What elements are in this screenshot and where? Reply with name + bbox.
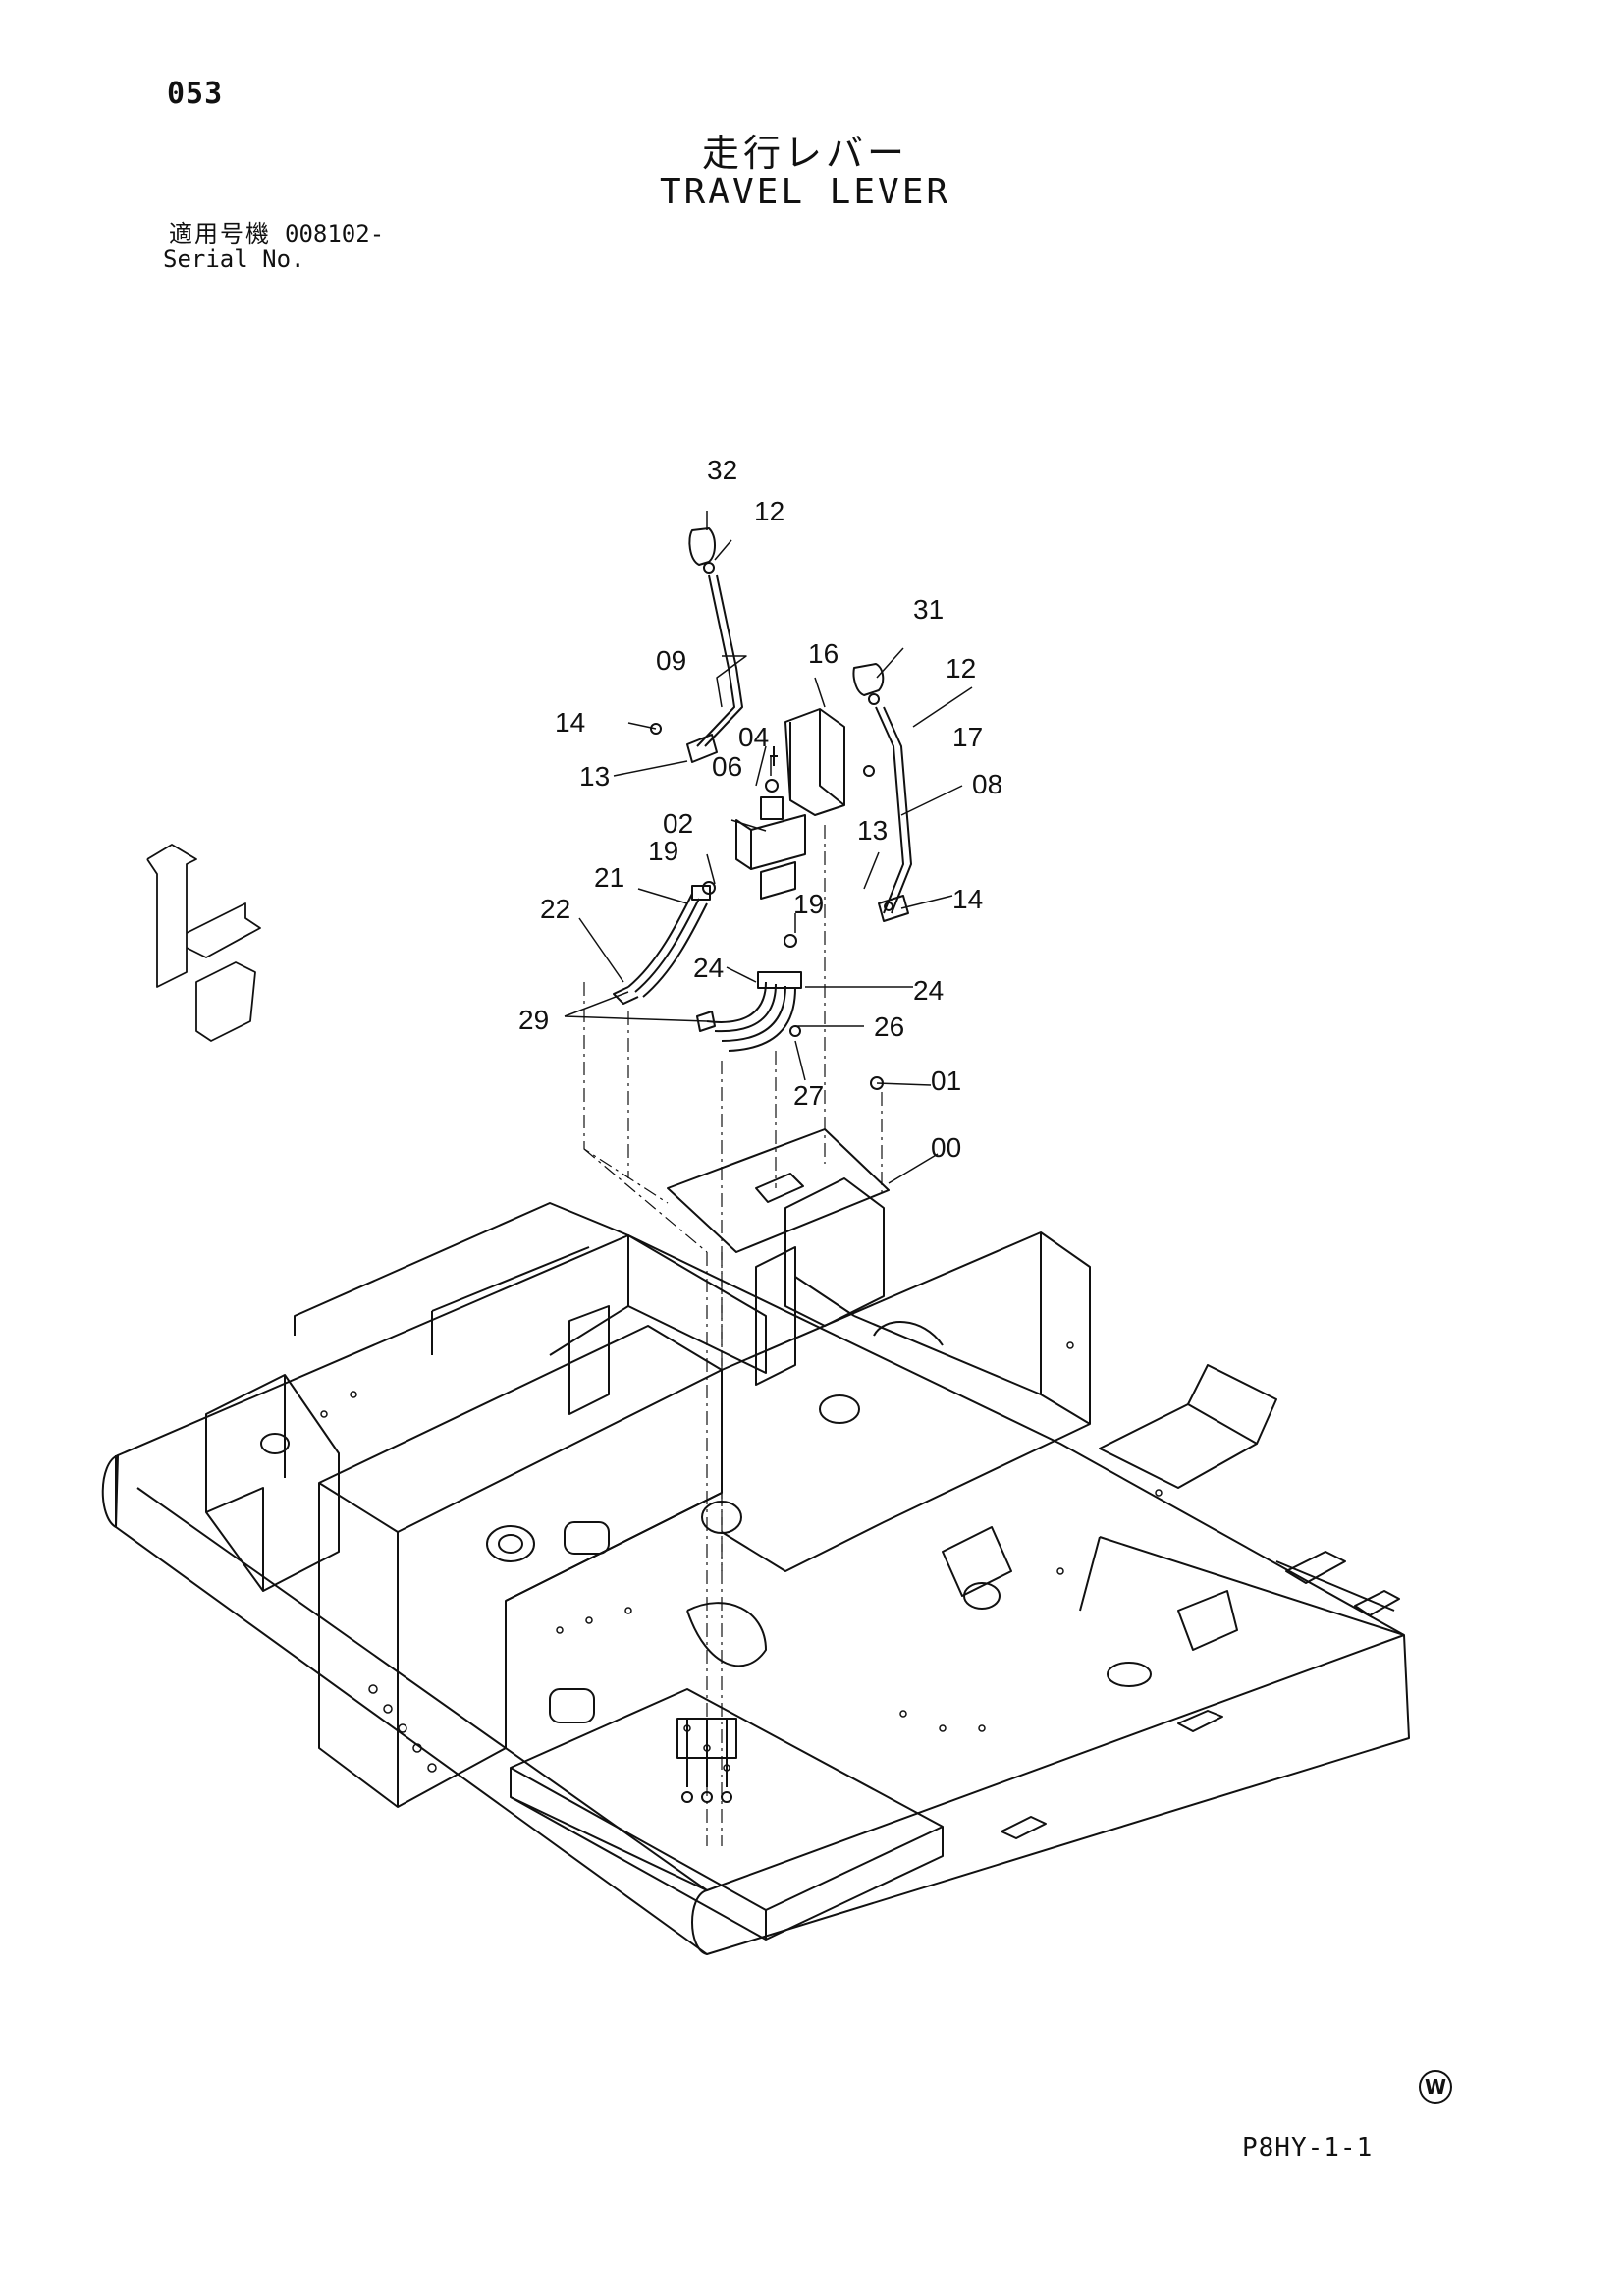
callout-16: 16 <box>808 638 839 669</box>
callout-01: 01 <box>931 1066 961 1096</box>
callout-24b: 24 <box>913 975 944 1006</box>
callout-08: 08 <box>972 769 1002 799</box>
callout-24: 24 <box>693 953 724 983</box>
callout-06: 06 <box>712 751 742 782</box>
drawing-code: P8HY-1-1 <box>1242 2133 1374 2162</box>
serial-info: 適用号機 008102- Serial No. <box>163 220 385 272</box>
callout-09: 09 <box>656 645 686 676</box>
callout-12: 12 <box>754 496 784 526</box>
travel-lever-right <box>852 663 912 922</box>
serial-label-japanese: 適用号機 <box>169 220 271 247</box>
mounting-bracket <box>784 708 845 816</box>
travel-lever-left <box>686 527 743 763</box>
callout-19: 19 <box>648 836 678 866</box>
fittings <box>650 723 893 1090</box>
callout-labels: 32 12 31 12 09 16 17 08 14 04 13 06 02 1… <box>518 455 1002 1163</box>
page-number: 053 <box>167 77 224 111</box>
callout-29: 29 <box>518 1005 549 1035</box>
callout-13: 13 <box>579 761 610 792</box>
callout-31: 31 <box>913 594 944 625</box>
callout-14: 14 <box>555 707 585 738</box>
callout-14b: 14 <box>952 884 983 914</box>
callout-26: 26 <box>874 1011 904 1042</box>
callout-32: 32 <box>707 455 737 485</box>
upper-frame <box>101 1177 1410 1955</box>
pilot-hoses-center <box>696 971 802 1052</box>
floor-plate <box>667 1128 890 1253</box>
frame-holes <box>260 1321 1152 1723</box>
callout-22: 22 <box>540 894 570 924</box>
leader-lines <box>564 511 973 1184</box>
direction-arrows-icon <box>146 844 261 1042</box>
page-title-japanese: 走行レバー <box>701 132 908 175</box>
callout-00: 00 <box>931 1132 961 1163</box>
callout-04: 04 <box>738 722 769 752</box>
installation-lines <box>583 825 883 1846</box>
callout-17: 17 <box>952 722 983 752</box>
serial-label: Serial No. <box>163 246 305 273</box>
frame-bolts <box>320 1341 1163 1773</box>
callout-21: 21 <box>594 862 624 893</box>
watermark-symbol: W <box>1419 2070 1452 2104</box>
page-title: TRAVEL LEVER <box>659 172 951 212</box>
callout-27: 27 <box>793 1080 824 1111</box>
serial-value: 008102- <box>285 220 385 247</box>
callout-12b: 12 <box>946 653 976 683</box>
pilot-hoses-left <box>613 885 711 1005</box>
pilot-valve <box>735 779 806 900</box>
callout-13b: 13 <box>857 815 888 846</box>
callout-19b: 19 <box>793 889 824 919</box>
callout-02: 02 <box>663 808 693 839</box>
